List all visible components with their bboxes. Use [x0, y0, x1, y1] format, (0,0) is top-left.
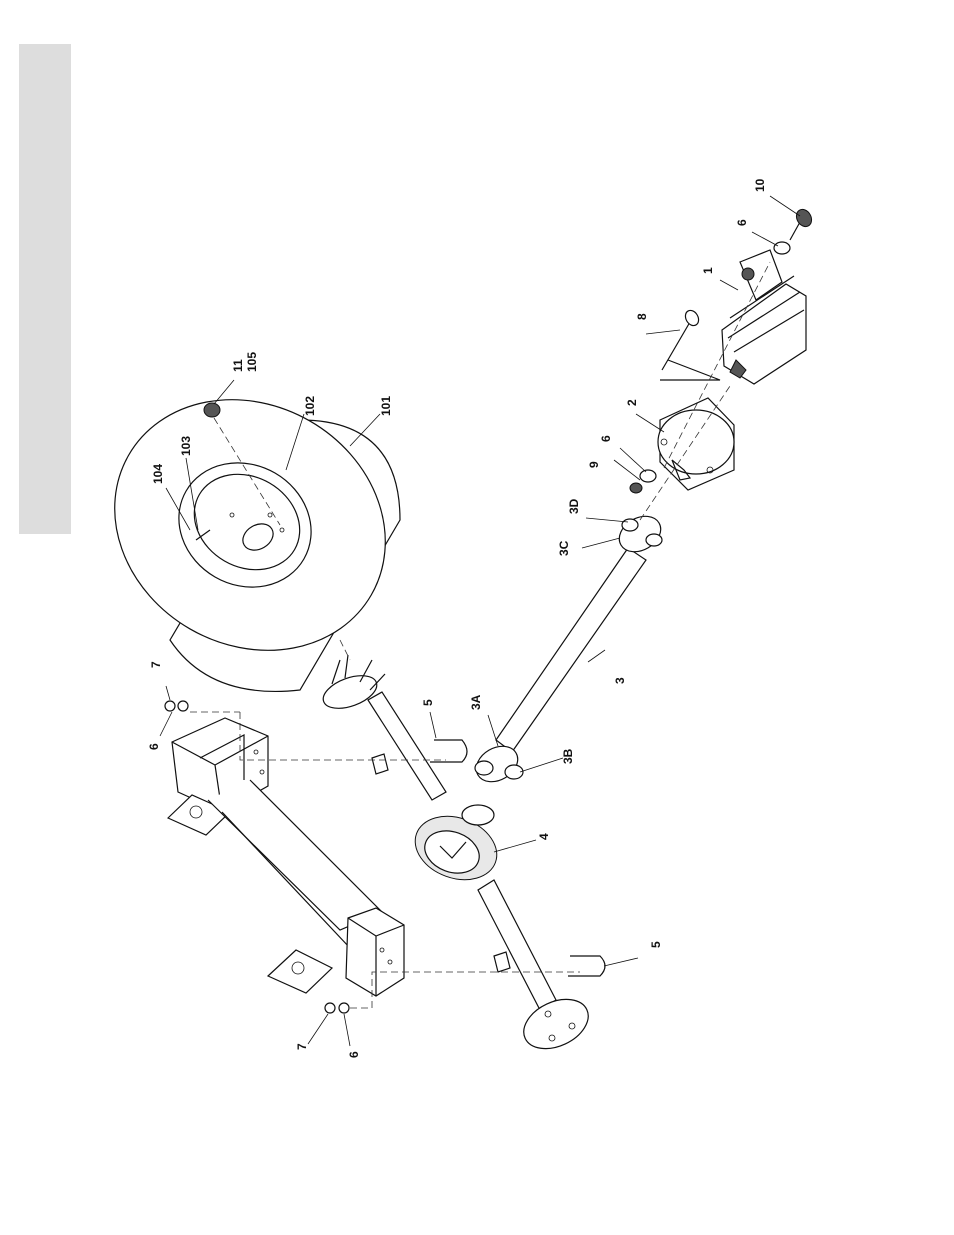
- callout-8: 8: [635, 313, 649, 320]
- callout-5-top: 5: [421, 699, 435, 706]
- callout-101: 101: [379, 396, 393, 416]
- u-bolt-5-top: [430, 740, 467, 762]
- callout-9: 9: [587, 461, 601, 468]
- callout-7-top: 7: [149, 661, 163, 668]
- callout-3a: 3A: [469, 694, 483, 710]
- washer-6-coupler: [640, 470, 656, 482]
- nut-7-top: [165, 701, 175, 711]
- washer-6-frame-top: [178, 701, 188, 711]
- callout-105: 105: [245, 352, 259, 372]
- callout-3c: 3C: [557, 540, 571, 556]
- u-bolt-5-bottom: [568, 956, 605, 976]
- callout-7-bottom: 7: [295, 1043, 309, 1050]
- bolt-8: [660, 308, 720, 380]
- gearbox: [722, 250, 806, 384]
- callout-6-frame-bottom: 6: [347, 1051, 361, 1058]
- callout-1: 1: [701, 267, 715, 274]
- callout-6-top: 6: [735, 219, 749, 226]
- washer-6-top: [774, 242, 790, 254]
- wheel-tire: [69, 351, 431, 699]
- lug-nut-11: [204, 403, 220, 417]
- callout-11: 11: [231, 359, 245, 372]
- washer-6-frame-bottom: [339, 1003, 349, 1013]
- nut-9: [630, 483, 642, 493]
- callout-103: 103: [179, 436, 193, 456]
- callout-3: 3: [613, 677, 627, 684]
- callout-6-coupler: 6: [599, 435, 613, 442]
- callout-102: 102: [303, 396, 317, 416]
- callout-6-frame-top: 6: [147, 743, 161, 750]
- callout-10: 10: [753, 178, 767, 192]
- callout-104: 104: [151, 464, 165, 484]
- callout-3b: 3B: [561, 748, 575, 764]
- nut-7-bottom: [325, 1003, 335, 1013]
- callout-4: 4: [537, 833, 551, 840]
- coupler: [658, 398, 734, 490]
- rear-axle: [319, 655, 596, 1058]
- callout-5-bottom: 5: [649, 941, 663, 948]
- callout-3d: 3D: [567, 498, 581, 514]
- callout-2: 2: [625, 399, 639, 406]
